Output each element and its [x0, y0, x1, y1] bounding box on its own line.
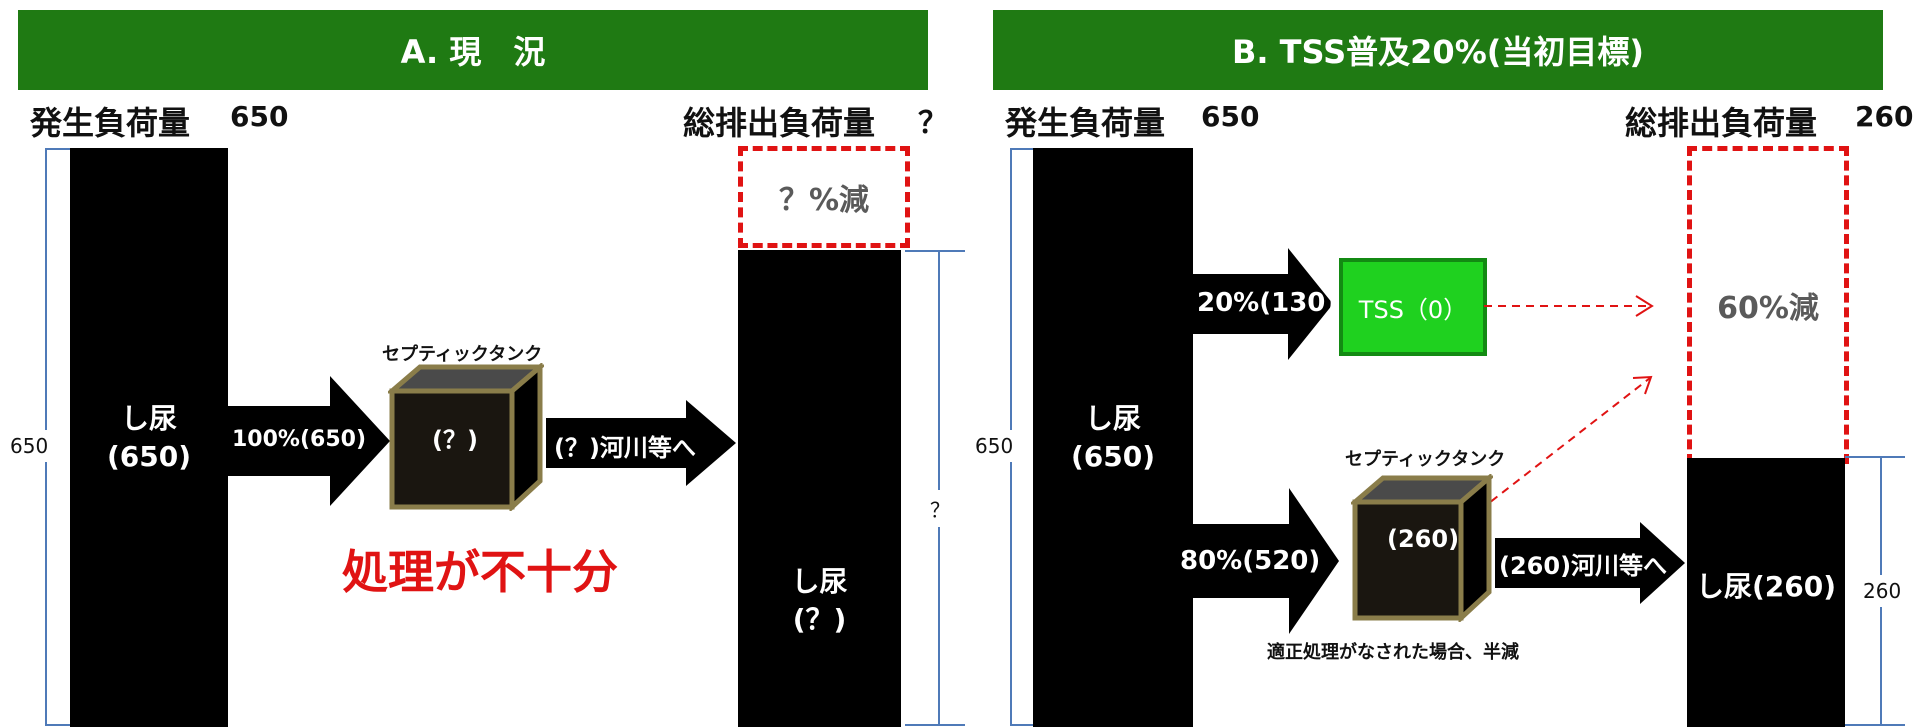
panel-b-reduction-connectors: [1480, 295, 1654, 511]
panel-b-reduction-box: 60%減: [1687, 146, 1849, 464]
panel-b-left-dimension-cap-bottom: [1010, 724, 1050, 726]
panel-a-septic-tank-icon: [388, 363, 544, 511]
panel-b-tss-label: TSS（0）: [1358, 295, 1468, 324]
panel-b-tank-value: (260): [1387, 525, 1460, 553]
panel-a-tank-caption: セプティックタンク: [382, 344, 543, 365]
panel-a-inflow-arrow: [228, 376, 390, 506]
panel-b-generated-load-label: 発生負荷量: [1005, 104, 1166, 142]
panel-a-left-dimension-cap-bottom: [45, 724, 85, 726]
panel-b-tank-caption: セプティックタンク: [1345, 449, 1506, 470]
panel-a-outflow-label: (？)河川等へ: [554, 434, 696, 462]
panel-a-generated-load-label: 発生負荷量: [30, 104, 191, 142]
panel-b-tss-arrow: [1193, 248, 1333, 360]
panel-a-reduction-box: ？%減: [738, 146, 910, 248]
panel-a-source-block: し尿 (650): [70, 148, 228, 727]
panel-b-outflow-arrow: [1495, 522, 1685, 604]
panel-b-tank-inflow-label: 80%(520): [1180, 546, 1321, 576]
panel-b-reduction-label: 60%減: [1717, 291, 1819, 326]
panel-a-inflow-label: 100%(650): [232, 427, 366, 452]
panel-a-left-dimension-label: 650: [10, 430, 49, 462]
panel-a-outflow-arrow: [546, 400, 736, 486]
panel-a-right-dimension-label: ？: [930, 490, 950, 527]
panel-b-right-dimension-cap-top: [1845, 456, 1905, 458]
panel-a-reduction-label: ？%減: [778, 183, 870, 218]
panel-b-right-dimension-label: 260: [1863, 575, 1902, 607]
panel-a-left-dimension-cap-top: [45, 148, 85, 150]
panel-b-left-dimension-label: 650: [975, 430, 1014, 462]
panel-a-title: A. 現 況: [18, 10, 928, 90]
panel-a-discharge-block: し尿 (？): [738, 250, 901, 727]
panel-b: B. TSS普及20%(当初目標) 発生負荷量 650 総排出負荷量 260 6…: [965, 0, 1930, 727]
panel-a: A. 現 況 発生負荷量 650 総排出負荷量 ？ 650 し尿 (650) 1…: [10, 10, 965, 727]
panel-b-tss-arrow-label: 20%(130): [1197, 288, 1338, 318]
panel-b-total-discharge-value: 260: [1855, 100, 1914, 133]
panel-b-left-dimension-cap-top: [1010, 148, 1050, 150]
panel-b-septic-tank-icon: [1351, 474, 1493, 622]
panel-b-discharge-block: し尿(260): [1687, 458, 1845, 727]
panel-b-right-dimension-cap-bottom: [1845, 724, 1905, 726]
panel-a-discharge-block-value: (？): [792, 603, 847, 637]
panel-b-tank-note: 適正処理がなされた場合、半減: [1267, 642, 1519, 663]
panel-b-discharge-block-label: し尿(260): [1695, 570, 1837, 603]
panel-a-total-discharge-label: 総排出負荷量: [683, 104, 876, 142]
panel-a-discharge-block-label: し尿: [791, 565, 848, 599]
panel-b-source-block-label: し尿: [1084, 401, 1141, 435]
panel-a-right-dimension-line: [938, 250, 940, 726]
panel-b-source-block-value: (650): [1070, 439, 1156, 473]
panel-b-tank-inflow-arrow: [1193, 488, 1339, 634]
panel-b-title: B. TSS普及20%(当初目標): [993, 10, 1883, 90]
panel-a-right-dimension-cap-top: [905, 250, 965, 252]
panel-b-tss-box: TSS（0）: [1339, 258, 1487, 356]
panel-b-total-discharge-label: 総排出負荷量: [1625, 104, 1818, 142]
panel-a-warning: 処理が不十分: [342, 545, 618, 599]
panel-b-outflow-label: (260)河川等へ: [1499, 552, 1668, 580]
panel-b-source-block: し尿 (650): [1033, 148, 1193, 727]
panel-a-right-dimension-cap-bottom: [905, 724, 965, 726]
panel-a-tank-value: (？): [432, 426, 478, 454]
panel-a-total-discharge-value: ？: [918, 106, 948, 141]
panel-a-source-block-label: し尿: [120, 401, 177, 435]
panel-b-generated-load-value: 650: [1201, 100, 1260, 133]
panel-a-source-block-value: (650): [106, 439, 192, 473]
panel-a-generated-load-value: 650: [230, 100, 289, 133]
